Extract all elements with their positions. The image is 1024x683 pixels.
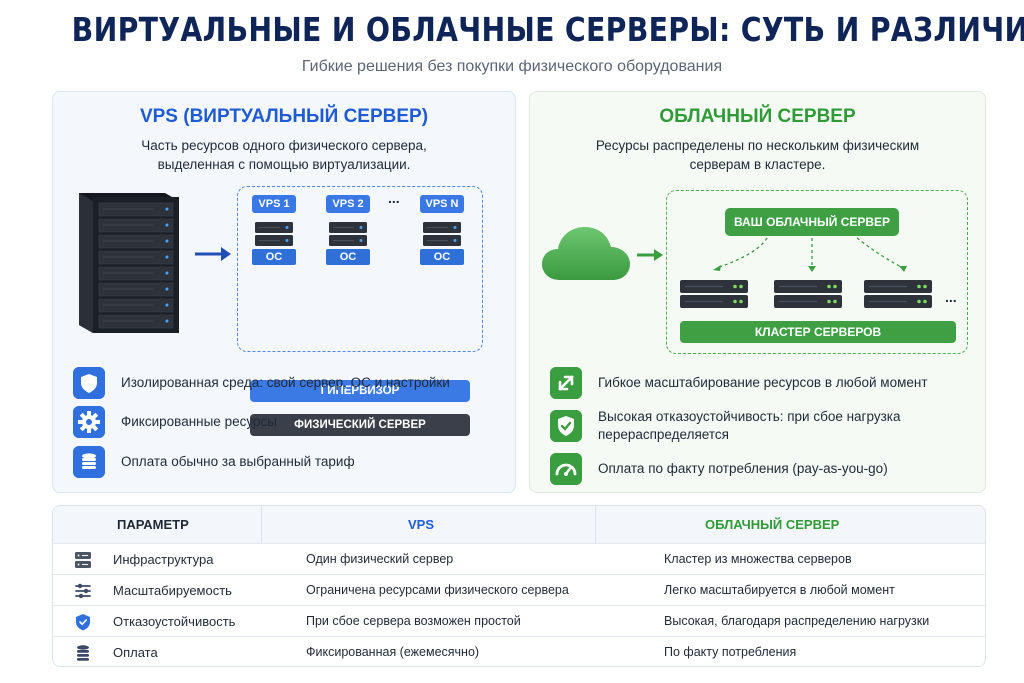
hypervisor-bar: ГИПЕРВИЗОР: [250, 380, 470, 402]
arrow-right-icon: [195, 247, 231, 261]
page-title: ВИРТУАЛЬНЫЕ И ОБЛАЧНЫЕ СЕРВЕРЫ: СУТЬ И Р…: [71, 10, 1024, 49]
shield-icon: [76, 614, 90, 631]
server-icon: [423, 222, 461, 246]
gear-icon: [73, 406, 105, 438]
shield-check-icon: [550, 410, 582, 442]
feature-text: Фиксированные ресурсы: [121, 414, 277, 429]
sliders-icon: [75, 583, 91, 599]
cloud-feature-fault-tolerance: Высокая отказоустойчивость: при сбое наг…: [550, 406, 970, 446]
cloud-cluster-box: ВАШ ОБЛАЧНЫЙ СЕРВЕР: [666, 190, 968, 354]
your-cloud-server-label: ВАШ ОБЛАЧНЫЙ СЕРВЕР: [725, 208, 899, 236]
cloud-panel-title: ОБЛАЧНЫЙ СЕРВЕР: [659, 106, 856, 127]
cloud-desc-line-1: Ресурсы распределены по нескольким физич…: [595, 138, 920, 153]
server-icon: [75, 552, 91, 568]
table-row: Отказоустойчивость При сбое сервера возм…: [53, 605, 985, 636]
cloud-panel-description: Ресурсы распределены по нескольким физич…: [530, 136, 985, 174]
vps-desc-line-2: выделенная с помощью виртуализации.: [157, 157, 411, 172]
feature-text-line-2: перераспределяется: [598, 427, 729, 442]
cloud-panel: ОБЛАЧНЫЙ СЕРВЕР Ресурсы распределены по …: [529, 91, 986, 493]
shield-icon: [73, 367, 105, 399]
header-cloud: ОБЛАЧНЫЙ СЕРВЕР: [705, 517, 840, 532]
server-icon: [680, 280, 748, 308]
vps-feature-isolation: Изолированная среда: свой сервер, ОС и н…: [73, 367, 493, 399]
row-vps-value: Фиксированная (ежемесячно): [306, 645, 480, 659]
feature-text-line-1: Высокая отказоустойчивость: при сбое наг…: [598, 409, 901, 424]
row-param: Инфраструктура: [113, 552, 214, 567]
vps-panel-description: Часть ресурсов одного физического сервер…: [53, 136, 515, 174]
arrow-right-icon: [637, 249, 663, 261]
server-icon: [774, 280, 842, 308]
vps-label: VPS 1: [252, 195, 296, 213]
row-param: Оплата: [113, 645, 158, 660]
server-icon: [329, 222, 367, 246]
server-rack-icon: [79, 193, 179, 333]
row-vps-value: Один физический сервер: [306, 552, 454, 566]
os-label: ОС: [326, 249, 370, 265]
server-icon: [255, 222, 293, 246]
feature-text: Гибкое масштабирование ресурсов в любой …: [598, 375, 928, 390]
row-vps-value: Ограничена ресурсами физического сервера: [306, 583, 569, 597]
cloud-feature-scaling: Гибкое масштабирование ресурсов в любой …: [550, 367, 970, 399]
row-cloud-value: Легко масштабируется в любой момент: [664, 583, 895, 597]
coins-icon: [77, 645, 89, 661]
distribution-arrows-icon: [713, 237, 907, 272]
comparison-table: ПАРАМЕТР VPS ОБЛАЧНЫЙ СЕРВЕР Инфраструкт…: [52, 505, 986, 667]
page-subtitle: Гибкие решения без покупки физического о…: [301, 58, 723, 75]
row-param: Масштабируемость: [113, 583, 232, 598]
table-row: Инфраструктура Один физический сервер Кл…: [53, 543, 985, 574]
server-icon: [864, 280, 932, 308]
row-cloud-value: Кластер из множества серверов: [664, 552, 852, 566]
os-label: ОС: [252, 249, 296, 265]
vps-panel-title: VPS (ВИРТУАЛЬНЫЙ СЕРВЕР): [139, 106, 429, 127]
cloud-desc-line-2: серверам в кластере.: [689, 157, 826, 172]
feature-text: Оплата обычно за выбранный тариф: [121, 454, 355, 469]
feature-text: Оплата по факту потребления (pay-as-you-…: [598, 461, 888, 476]
column-divider: [261, 506, 262, 543]
vps-label: VPS N: [420, 195, 464, 213]
row-param: Отказоустойчивость: [113, 614, 236, 629]
os-label: ОС: [420, 249, 464, 265]
vps-instance-1: VPS 1 ОС: [252, 195, 296, 265]
vps-instance-n: VPS N ОС: [420, 195, 464, 265]
expand-arrows-icon: [550, 367, 582, 399]
header-param: ПАРАМЕТР: [117, 517, 189, 532]
header-vps: VPS: [408, 517, 435, 532]
vps-feature-fixed-resources: Фиксированные ресурсы: [73, 406, 493, 438]
vps-feature-tariff: Оплата обычно за выбранный тариф: [73, 446, 493, 478]
cloud-feature-payg: Оплата по факту потребления (pay-as-you-…: [550, 453, 970, 485]
vps-label: VPS 2: [326, 195, 370, 213]
cluster-ellipsis: ...: [945, 289, 957, 305]
table-header: ПАРАМЕТР VPS ОБЛАЧНЫЙ СЕРВЕР: [53, 506, 985, 543]
feature-text: Изолированная среда: свой сервер, ОС и н…: [121, 375, 450, 390]
vps-panel: VPS (ВИРТУАЛЬНЫЙ СЕРВЕР) Часть ресурсов …: [52, 91, 516, 493]
vps-virtualization-box: VPS 1 ОС VPS 2 ОС ... VPS N: [237, 186, 483, 436]
gauge-icon: [550, 453, 582, 485]
table-row: Оплата Фиксированная (ежемесячно) По фак…: [53, 636, 985, 666]
vps-desc-line-1: Часть ресурсов одного физического сервер…: [141, 138, 427, 153]
cloud-icon: [542, 227, 630, 280]
column-divider: [595, 506, 596, 543]
physical-server-bar: ФИЗИЧЕСКИЙ СЕРВЕР: [250, 414, 470, 436]
server-cluster-bar: КЛАСТЕР СЕРВЕРОВ: [680, 321, 956, 343]
table-row: Масштабируемость Ограничена ресурсами фи…: [53, 574, 985, 605]
coins-icon: [73, 446, 105, 478]
row-cloud-value: Высокая, благодаря распределению нагрузк…: [664, 614, 930, 628]
row-vps-value: При сбое сервера возможен простой: [306, 614, 521, 628]
feature-text: Высокая отказоустойчивость: при сбое наг…: [598, 408, 901, 444]
vps-instance-2: VPS 2 ОС: [326, 195, 370, 265]
row-cloud-value: По факту потребления: [664, 645, 797, 659]
vps-ellipsis: ...: [388, 190, 400, 206]
